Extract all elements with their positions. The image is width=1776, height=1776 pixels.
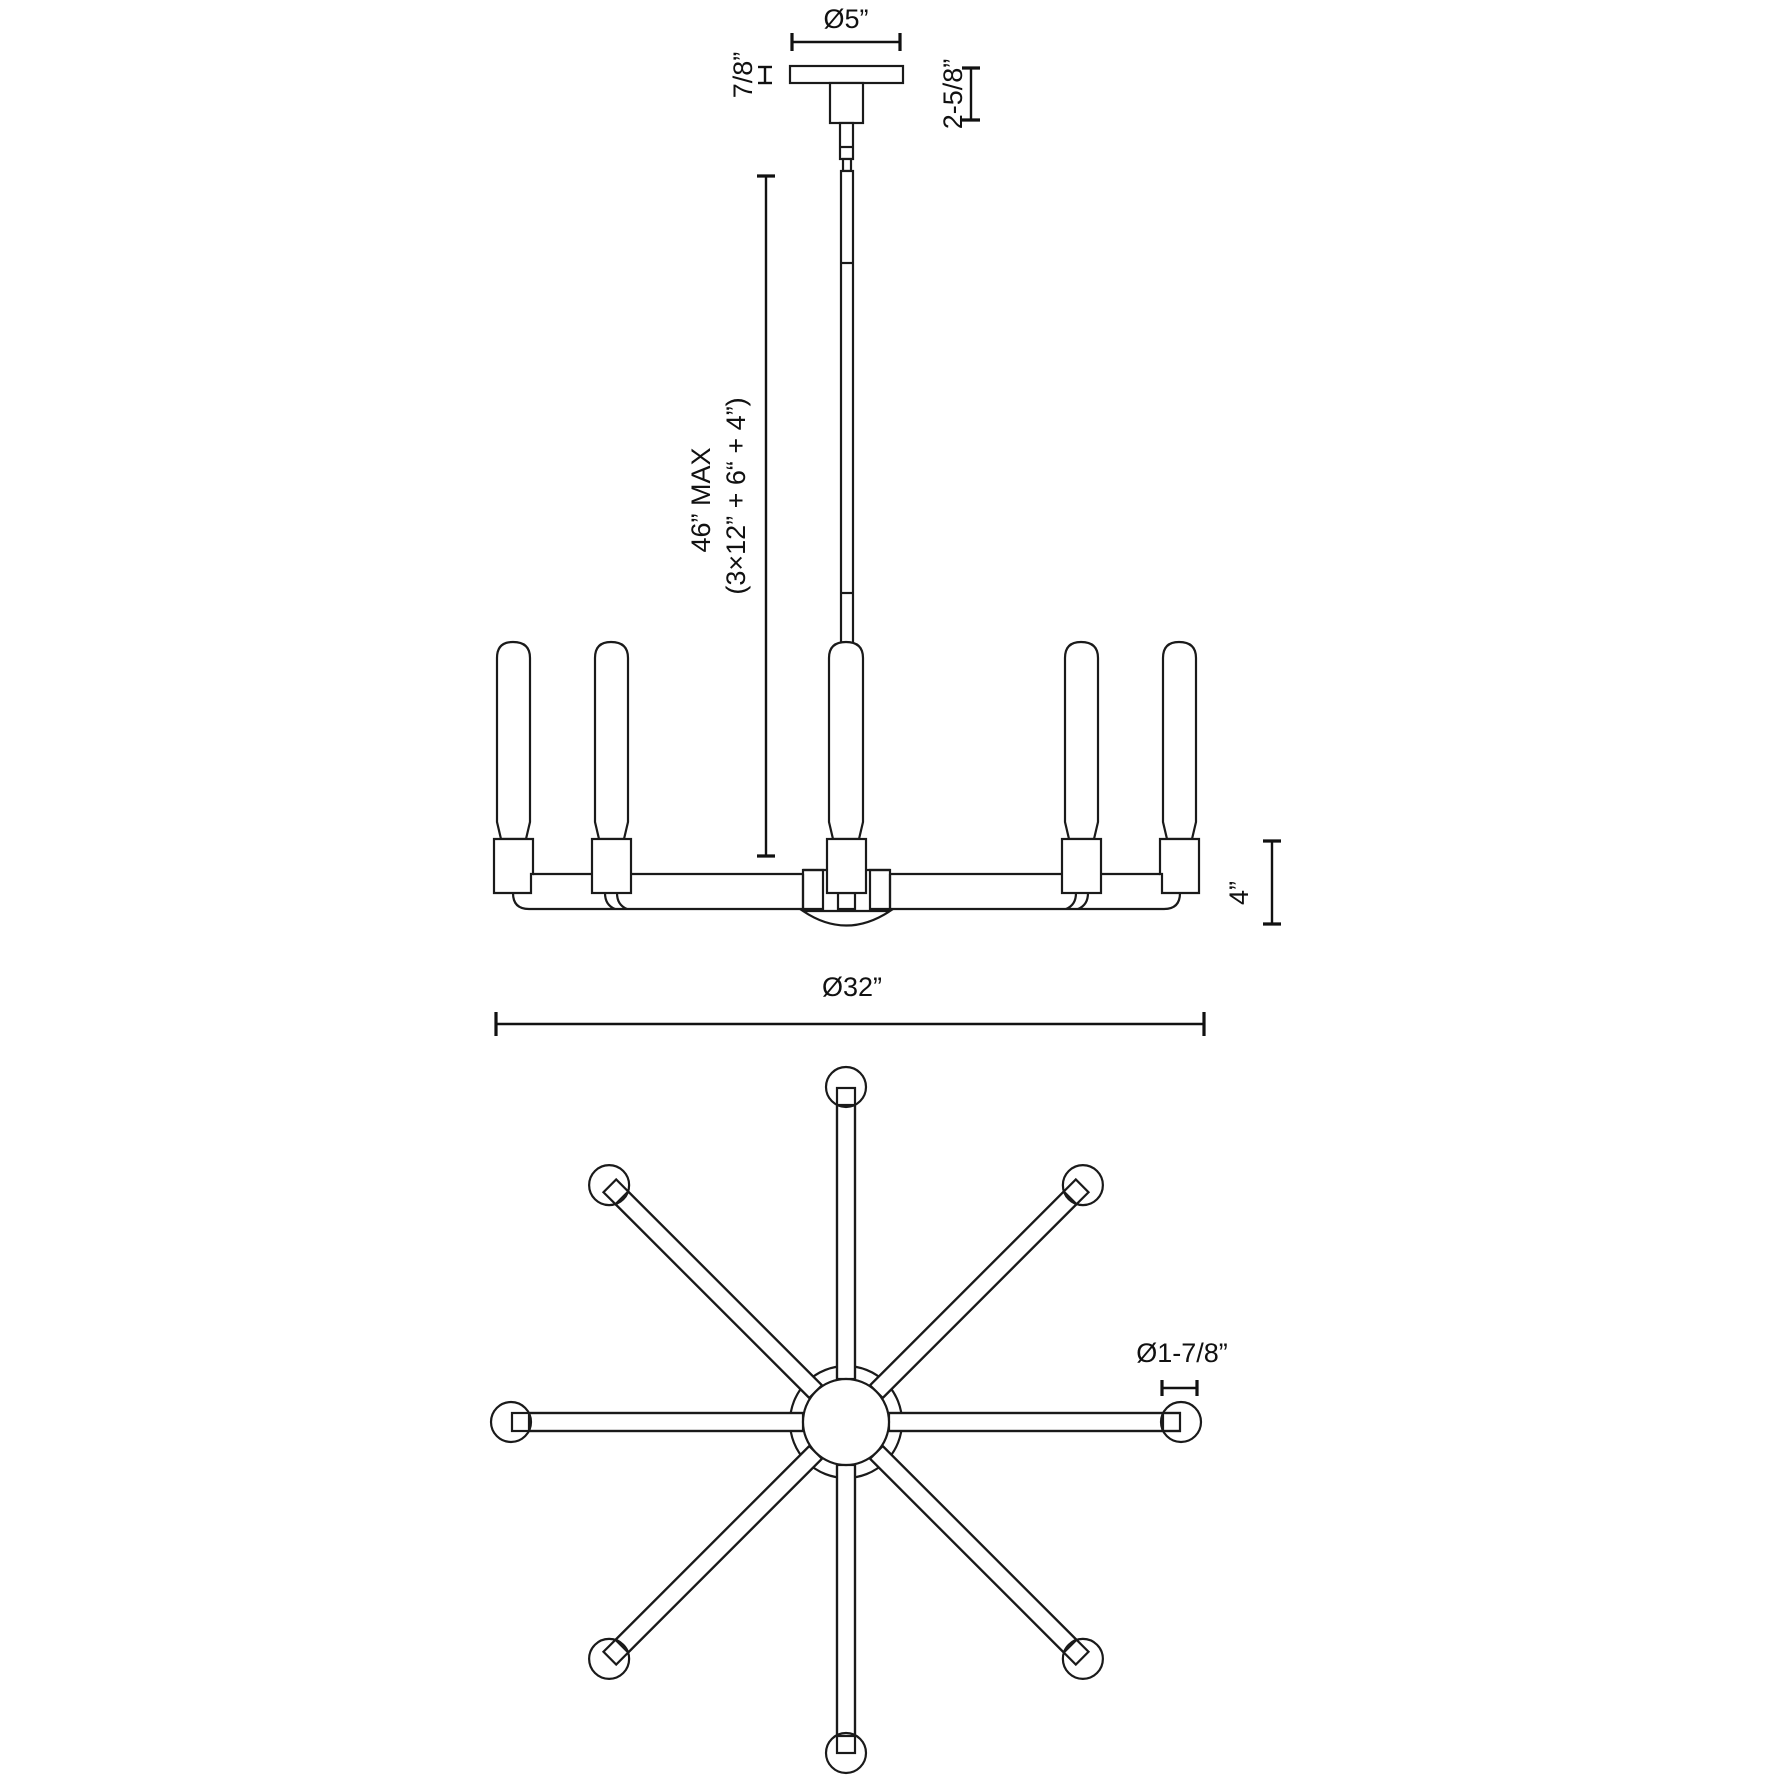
canopy-thickness-label: 7/8” [728,52,758,99]
body-height-label: 4” [1224,881,1254,905]
plan-arm-90 [824,1463,868,1775]
arm-rail [511,872,1182,911]
max-drop-breakdown-label: (3×12” + 6“ + 4”) [721,397,751,594]
body-height-dimension: 4” [1224,839,1281,926]
overall-diameter-dimension: Ø32” [494,972,1206,1036]
downrod [839,169,855,653]
bulb-4 [1060,640,1103,895]
plan-arm-0 [887,1400,1203,1444]
plan-arm-180 [489,1400,805,1444]
plan-arm-270 [824,1065,868,1381]
bulb-3-center [825,640,868,895]
overall-diameter-label: Ø32” [822,972,882,1002]
canopy-height-label: 2-5/8” [938,59,968,130]
hub-inner-disc [801,1377,891,1467]
plan-arm-135 [588,1444,824,1680]
canopy-thickness-dimension: 7/8” [728,52,772,99]
bottom-plan-view [489,1065,1203,1775]
max-drop-label: 46” MAX [686,447,716,552]
side-elevation-view: Ø5” 7/8” 2-5/8” [492,4,1281,1036]
center-hub [799,868,894,927]
plan-arm-45 [868,1444,1104,1680]
socket-cup-diameter-dimension: Ø1-7/8” [1136,1338,1228,1396]
bulb-5 [1158,640,1201,895]
bulb-1 [492,640,535,895]
bulb-2 [590,640,633,895]
plan-arm-315 [868,1164,1104,1400]
plan-arm-225 [588,1164,824,1400]
canopy-height-dimension: 2-5/8” [938,59,980,130]
canopy [788,64,905,173]
canopy-diameter-dimension: Ø5” [790,4,902,51]
max-drop-dimension: 46” MAX (3×12” + 6“ + 4”) [686,174,775,858]
socket-cup-diameter-label: Ø1-7/8” [1136,1338,1228,1368]
canopy-diameter-label: Ø5” [823,4,868,34]
